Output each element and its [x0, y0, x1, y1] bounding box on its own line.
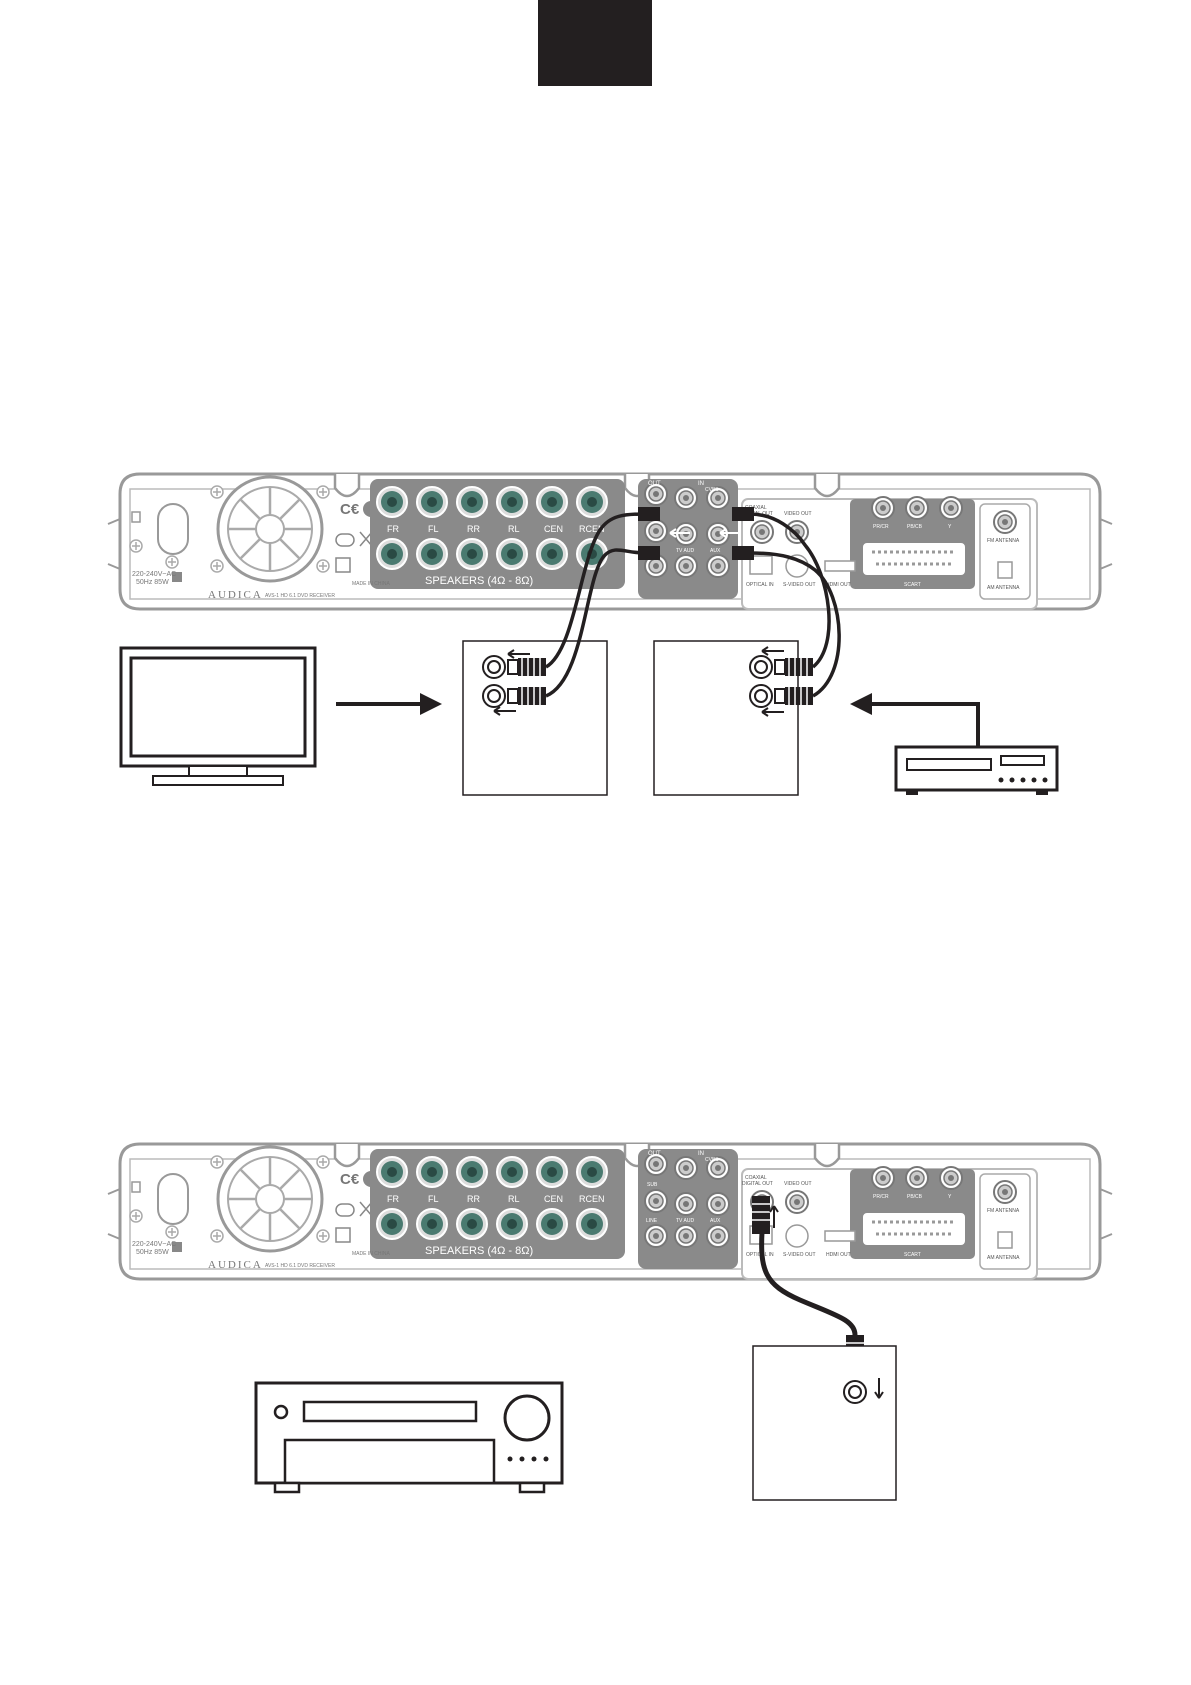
- svg-text:TV AUD: TV AUD: [676, 1218, 694, 1224]
- svg-text:CEN: CEN: [544, 1194, 563, 1204]
- svg-text:SUB: SUB: [647, 1182, 658, 1188]
- svg-text:FR: FR: [387, 524, 399, 534]
- svg-text:220-240V~AC: 220-240V~AC: [132, 1241, 176, 1248]
- tv-icon: [119, 646, 317, 786]
- svg-text:FL: FL: [428, 524, 439, 534]
- svg-text:SCART: SCART: [904, 582, 921, 588]
- svg-text:PB/CB: PB/CB: [907, 524, 923, 530]
- svg-text:RL: RL: [508, 524, 520, 534]
- dvd-player-icon: [894, 745, 1059, 795]
- arrow-dvd-to-aux: [850, 693, 980, 747]
- receiver-plugs-1: [638, 507, 754, 560]
- svg-text:RCEN: RCEN: [579, 1194, 605, 1204]
- svg-text:RCEN: RCEN: [579, 524, 605, 534]
- svg-text:50Hz 85W: 50Hz 85W: [136, 1249, 169, 1256]
- svg-text:SCART: SCART: [904, 1252, 921, 1258]
- svg-text:CVBS: CVBS: [705, 1157, 719, 1163]
- svg-text:IN: IN: [698, 1151, 704, 1157]
- svg-text:TV AUD: TV AUD: [676, 548, 694, 554]
- svg-text:AM ANTENNA: AM ANTENNA: [987, 585, 1020, 591]
- svg-text:RL: RL: [508, 1194, 520, 1204]
- svg-text:AUX: AUX: [710, 548, 721, 554]
- svg-text:220-240V~AC: 220-240V~AC: [132, 571, 176, 578]
- svg-text:AUDICA: AUDICA: [208, 589, 263, 601]
- svg-text:VIDEO OUT: VIDEO OUT: [784, 511, 812, 517]
- svg-text:COAXIAL: COAXIAL: [745, 505, 767, 511]
- svg-text:FL: FL: [428, 1194, 439, 1204]
- rca-cables-1: [544, 512, 841, 698]
- svg-text:MADE IN CHINA: MADE IN CHINA: [352, 581, 390, 587]
- svg-text:DIGITAL OUT: DIGITAL OUT: [742, 1181, 773, 1187]
- svg-text:50Hz 85W: 50Hz 85W: [136, 579, 169, 586]
- aux-output-panel: [653, 640, 814, 796]
- svg-text:AUX: AUX: [710, 1218, 721, 1224]
- digital-input-panel: [752, 1345, 897, 1501]
- svg-text:CEN: CEN: [544, 524, 563, 534]
- svg-text:CVBS: CVBS: [705, 487, 719, 493]
- svg-text:FM ANTENNA: FM ANTENNA: [987, 538, 1020, 544]
- svg-text:COAXIAL: COAXIAL: [745, 1175, 767, 1181]
- arrow-tv-to-panel: [336, 693, 442, 715]
- svg-text:AVS-1 HD 6.1 DVD RECEIVER: AVS-1 HD 6.1 DVD RECEIVER: [265, 593, 335, 599]
- receiver-rear-panel-1: FR FL RR RL CEN RCEN SPEAKERS (4Ω - 8Ω) …: [108, 474, 1112, 609]
- svg-text:SPEAKERS (4Ω - 8Ω): SPEAKERS (4Ω - 8Ω): [425, 575, 533, 587]
- svg-text:S-VIDEO OUT: S-VIDEO OUT: [783, 582, 816, 588]
- svg-text:FR: FR: [387, 1194, 399, 1204]
- receiver-labels-1: FR FL RR RL CEN RCEN SPEAKERS (4Ω - 8Ω) …: [132, 481, 1020, 601]
- svg-text:VIDEO OUT: VIDEO OUT: [784, 1181, 812, 1187]
- svg-text:OUT: OUT: [648, 481, 661, 487]
- tv-audio-output-panel: [462, 640, 608, 796]
- svg-text:S-VIDEO OUT: S-VIDEO OUT: [783, 1252, 816, 1258]
- svg-text:HDMI OUT: HDMI OUT: [826, 582, 851, 588]
- svg-text:PR/CR: PR/CR: [873, 1194, 889, 1200]
- svg-text:FM ANTENNA: FM ANTENNA: [987, 1208, 1020, 1214]
- svg-text:OPTICAL IN: OPTICAL IN: [746, 582, 774, 588]
- receiver-rear-panel-2: FR FL RR RL CEN RCEN SPEAKERS (4Ω - 8Ω) …: [108, 1144, 1112, 1279]
- svg-text:HDMI OUT: HDMI OUT: [826, 1252, 851, 1258]
- svg-text:AM ANTENNA: AM ANTENNA: [987, 1255, 1020, 1261]
- svg-text:LINE: LINE: [646, 1218, 658, 1224]
- svg-text:RR: RR: [467, 524, 480, 534]
- svg-text:PB/CB: PB/CB: [907, 1194, 923, 1200]
- svg-text:Y: Y: [948, 1194, 952, 1200]
- svg-text:Y: Y: [948, 524, 952, 530]
- av-amplifier-icon: [254, 1381, 564, 1494]
- svg-text:RR: RR: [467, 1194, 480, 1204]
- svg-text:PR/CR: PR/CR: [873, 524, 889, 530]
- svg-text:AVS-1 HD 6.1 DVD RECEIVER: AVS-1 HD 6.1 DVD RECEIVER: [265, 1263, 335, 1269]
- svg-text:AUDICA: AUDICA: [208, 1259, 263, 1271]
- svg-text:MADE IN CHINA: MADE IN CHINA: [352, 1251, 390, 1257]
- svg-text:OUT: OUT: [648, 1151, 661, 1157]
- svg-text:SPEAKERS (4Ω - 8Ω): SPEAKERS (4Ω - 8Ω): [425, 1245, 533, 1257]
- page-tab: [538, 0, 652, 86]
- receiver-labels-2: FR FL RR RL CEN RCEN SPEAKERS (4Ω - 8Ω) …: [132, 1151, 1020, 1271]
- svg-text:IN: IN: [698, 481, 704, 487]
